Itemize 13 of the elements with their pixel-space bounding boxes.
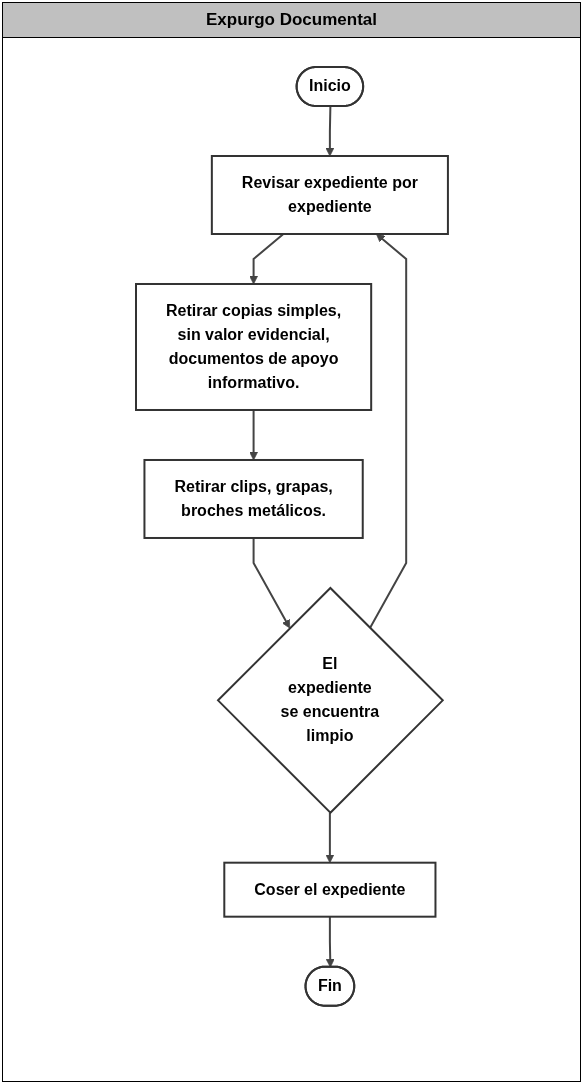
diagram-title: Expurgo Documental (3, 3, 580, 38)
arrow (252, 537, 290, 629)
node-box: Retirar copias simples, sin valor evidencial, documentos de apoyo informativo. (134, 283, 372, 411)
node-box: Retirar clips, grapas, broches metálicos. (143, 459, 364, 539)
arrow (248, 233, 284, 285)
arrow (368, 233, 407, 630)
arrow (325, 105, 334, 157)
node-diamond: El expediente se encuentra limpio (216, 586, 444, 815)
node-box: Coser el expediente (222, 861, 436, 918)
arrow (325, 811, 334, 864)
arrow (325, 915, 335, 968)
arrow (248, 409, 258, 461)
node-box: Revisar expediente por expediente (210, 155, 449, 235)
